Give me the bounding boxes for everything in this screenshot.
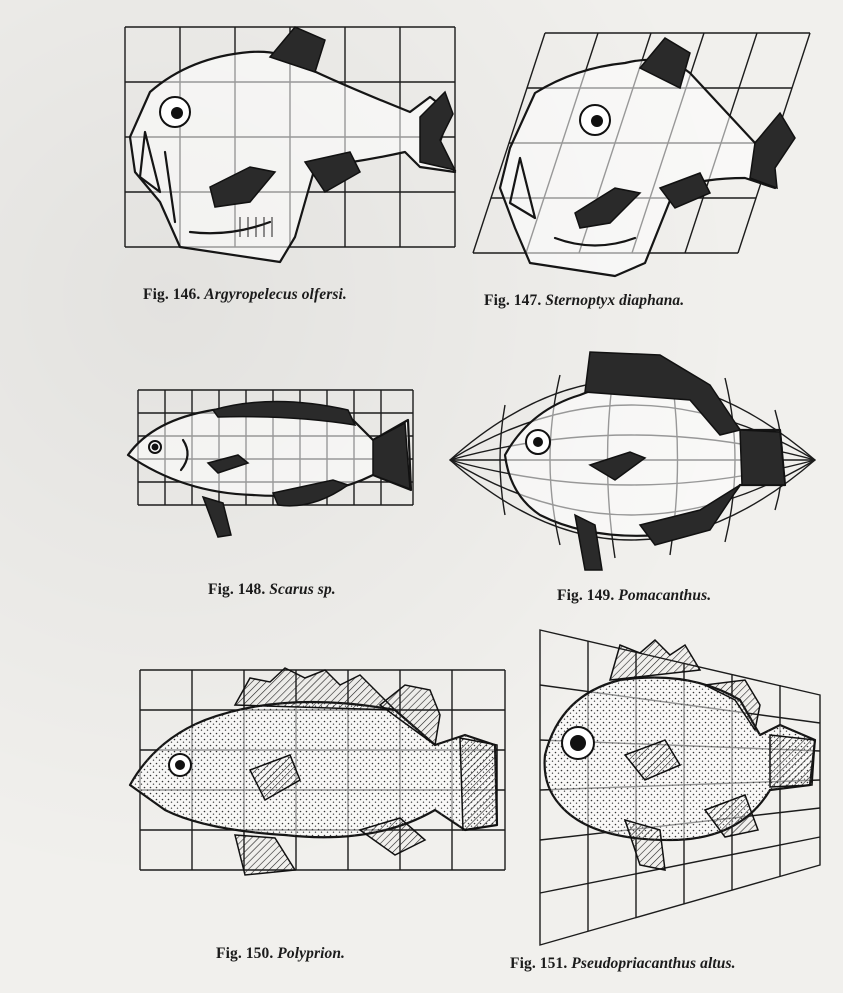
figure-147-tail-fin [750, 113, 795, 188]
figure-149-number: Fig. 149. [557, 587, 614, 604]
figure-146-caption: Fig. 146. Argyropelecus olfersi. [143, 286, 347, 304]
figure-149-tail-fin [740, 430, 785, 485]
figure-146-number: Fig. 146. [143, 286, 200, 303]
figure-148-drawing [123, 385, 423, 545]
figure-150-tail-fin [460, 738, 497, 830]
figure-150-dorsal-spines [235, 668, 395, 710]
figure-150-number: Fig. 150. [216, 945, 273, 962]
figure-151-number: Fig. 151. [510, 955, 567, 972]
figure-151-drawing [530, 625, 830, 955]
figure-151-dorsal-spines [610, 640, 700, 680]
figure-147-fish-outline [500, 60, 790, 276]
figure-149-species: Pomacanthus. [618, 587, 711, 604]
figure-148-number: Fig. 148. [208, 581, 265, 598]
figure-149-caption: Fig. 149. Pomacanthus. [557, 587, 711, 605]
figure-151-species: Pseudopriacanthus altus. [571, 955, 735, 972]
figure-151-caption: Fig. 151. Pseudopriacanthus altus. [510, 955, 736, 973]
figure-148-species: Scarus sp. [269, 581, 335, 598]
figure-150-drawing [125, 660, 510, 905]
figure-151-tail-fin [770, 735, 815, 787]
figure-146-drawing [120, 22, 460, 262]
figure-150-caption: Fig. 150. Polyprion. [216, 945, 345, 963]
figure-148-caption: Fig. 148. Scarus sp. [208, 581, 336, 599]
figure-146-fish-outline [130, 52, 455, 262]
figure-150-species: Polyprion. [277, 945, 345, 962]
figure-150-pelvic-fin [235, 835, 295, 875]
figure-146-species: Argyropelecus olfersi. [204, 286, 347, 303]
figure-149-drawing [440, 330, 825, 575]
figure-147-number: Fig. 147. [484, 292, 541, 309]
figure-148-tail-fin [373, 423, 410, 489]
figure-147-caption: Fig. 147. Sternoptyx diaphana. [484, 292, 684, 310]
figure-147-drawing [465, 28, 825, 278]
figure-148-pelvic-fin [203, 497, 231, 537]
figure-147-species: Sternoptyx diaphana. [545, 292, 684, 309]
